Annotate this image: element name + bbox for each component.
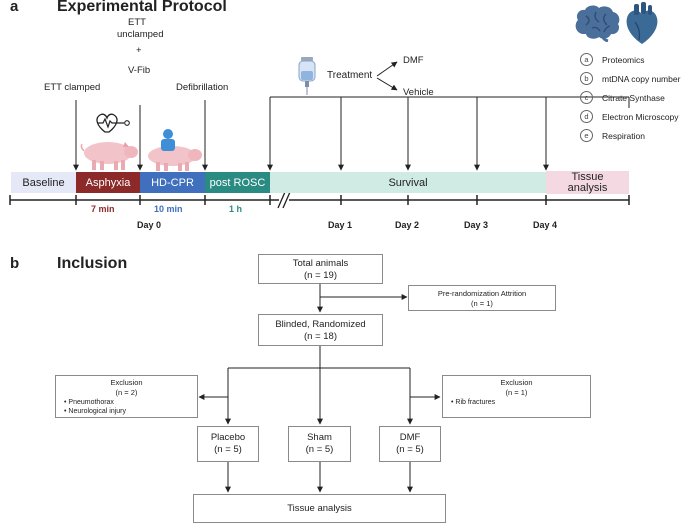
exclusion-right-title: Exclusion — [500, 378, 533, 387]
analysis-item: a Proteomics — [580, 50, 680, 69]
vehicle-arrow — [376, 77, 398, 91]
exclusion-right-box: Exclusion (n = 1) • Rib fractures — [442, 375, 591, 418]
group-placebo-box: Placebo (n = 5) — [197, 426, 259, 462]
analysis-item: c Citrate Synthase — [580, 88, 680, 107]
phase-hdcpr-label: HD-CPR — [151, 176, 194, 189]
analysis-label: Citrate Synthase — [602, 92, 665, 103]
phase-tissue-label-2: analysis — [567, 181, 608, 194]
group-dmf-label: DMF — [399, 432, 421, 443]
group-sham-label: Sham — [307, 432, 332, 443]
dmf-label: DMF — [403, 55, 424, 66]
analysis-label: mtDNA copy number — [602, 73, 681, 84]
exclusion-right-count: (n = 1) — [505, 388, 528, 397]
analysis-item: d Electron Microscopy — [580, 107, 680, 126]
dmf-arrow — [376, 61, 398, 77]
vfib-label: V-Fib — [128, 65, 151, 76]
group-dmf-count: (n = 5) — [396, 444, 424, 455]
day-3-label: Day 3 — [464, 220, 489, 230]
analysis-item: e Respiration — [580, 126, 680, 145]
heartbeat-icon — [96, 113, 130, 133]
axis-break-mark — [277, 191, 286, 209]
attrition-label: Pre-randomization Attrition — [437, 289, 527, 298]
analysis-label: Proteomics — [602, 54, 645, 65]
phase-post-rosc-label: post ROSC — [209, 176, 266, 189]
panel-a-title: Experimental Protocol — [57, 0, 227, 15]
panel-b-letter: b — [10, 255, 20, 272]
day-4-label: Day 4 — [533, 220, 558, 230]
analysis-letter-a: a — [580, 53, 593, 66]
tissue-analysis-label: Tissue analysis — [287, 503, 352, 514]
phase-baseline-label: Baseline — [22, 176, 65, 189]
day-1-label: Day 1 — [328, 220, 353, 230]
brain-icon — [575, 5, 620, 42]
analysis-letter-c: c — [580, 91, 593, 104]
exclusion-right-item: • Rib fractures — [451, 399, 496, 406]
day-0-label: Day 0 — [137, 220, 162, 230]
randomized-count: (n = 18) — [303, 331, 337, 342]
phase-tissue-label-1: Tissue — [571, 170, 604, 183]
analysis-letter-d: d — [580, 110, 593, 123]
randomized-box: Blinded, Randomized (n = 18) — [258, 314, 383, 346]
group-dmf-box: DMF (n = 5) — [379, 426, 441, 462]
exclusion-left-count: (n = 2) — [115, 388, 138, 397]
cpr-pig-icon — [148, 129, 202, 171]
phase-survival-label: Survival — [388, 176, 428, 189]
iv-bag-icon — [298, 57, 316, 95]
phase-asphyxia-label: Asphyxia — [85, 176, 131, 189]
heart-icon — [626, 2, 658, 44]
total-animals-count: (n = 19) — [303, 270, 337, 281]
vehicle-label: Vehicle — [403, 87, 434, 98]
duration-asphyxia: 7 min — [91, 204, 115, 214]
phase-baseline: Baseline — [11, 172, 76, 193]
tissue-analysis-box: Tissue analysis — [193, 494, 446, 523]
exclusion-left-item: • Pneumothorax — [64, 399, 114, 406]
plus-label: + — [136, 45, 142, 56]
day-2-label: Day 2 — [395, 220, 420, 230]
exclusion-left-title: Exclusion — [110, 378, 143, 387]
phase-hdcpr: HD-CPR — [140, 172, 205, 193]
attrition-count: (n = 1) — [471, 299, 493, 308]
exclusion-left-item: • Neurological injury — [64, 408, 126, 415]
group-sham-box: Sham (n = 5) — [288, 426, 351, 462]
analysis-letter-b: b — [580, 72, 593, 85]
attrition-box: Pre-randomization Attrition (n = 1) — [408, 285, 556, 311]
phase-post-rosc: post ROSC — [205, 172, 270, 193]
total-animals-box: Total animals (n = 19) — [258, 254, 383, 284]
panel-b-title: Inclusion — [57, 255, 128, 272]
group-sham-count: (n = 5) — [305, 444, 334, 455]
randomized-label: Blinded, Randomized — [275, 319, 366, 330]
ett-unclamped-label-1: ETT — [128, 17, 146, 28]
phase-tissue-analysis: Tissue analysis — [546, 171, 629, 194]
duration-hdcpr: 10 min — [154, 204, 183, 214]
group-placebo-label: Placebo — [210, 432, 246, 443]
treatment-label: Treatment — [327, 70, 373, 81]
analysis-item: b mtDNA copy number — [580, 69, 680, 88]
phase-asphyxia: Asphyxia — [76, 172, 140, 193]
defibrillation-label: Defibrillation — [176, 82, 229, 93]
ett-unclamped-label-2: unclamped — [117, 29, 164, 40]
pig-icon — [80, 142, 138, 170]
exclusion-left-box: Exclusion (n = 2) • Pneumothorax • Neuro… — [55, 375, 198, 418]
duration-post-rosc: 1 h — [229, 204, 243, 214]
analysis-label: Respiration — [602, 130, 645, 141]
ett-clamped-label: ETT clamped — [44, 82, 101, 93]
phase-survival: Survival — [270, 172, 546, 193]
group-placebo-count: (n = 5) — [214, 444, 242, 455]
total-animals-label: Total animals — [292, 258, 349, 269]
analysis-label: Electron Microscopy — [602, 111, 679, 122]
analyses-list: a Proteomics b mtDNA copy number c Citra… — [580, 50, 680, 145]
analysis-letter-e: e — [580, 129, 593, 142]
panel-a-letter: a — [10, 0, 19, 15]
